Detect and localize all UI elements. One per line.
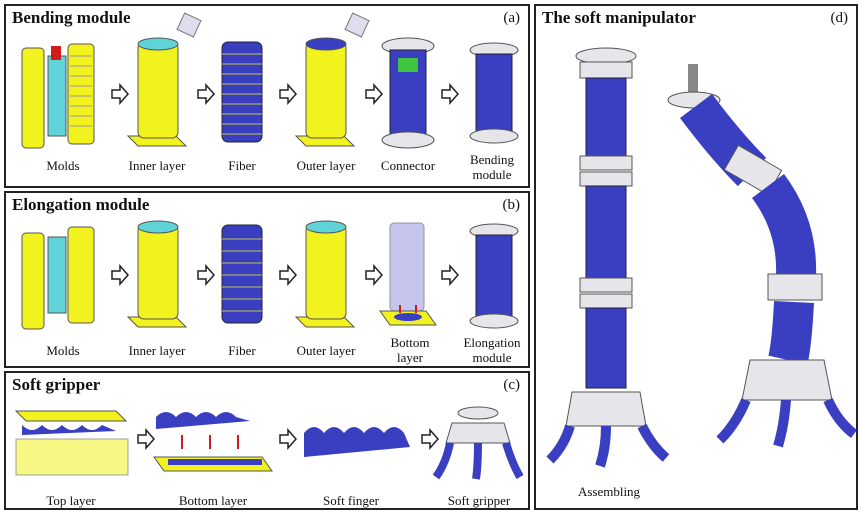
arrow-icon bbox=[441, 83, 460, 105]
panel-title: The soft manipulator bbox=[542, 8, 696, 27]
panel-title: Bending module bbox=[12, 8, 131, 27]
panel-label: (d) bbox=[830, 10, 849, 26]
connector-illustration bbox=[381, 37, 435, 149]
panel-label: (c) bbox=[503, 377, 520, 393]
arrow-icon bbox=[279, 264, 298, 286]
arrow-icon bbox=[197, 264, 216, 286]
outer-layer-illustration bbox=[294, 220, 356, 328]
panel-title: Elongation module bbox=[12, 195, 150, 214]
fiber-illustration bbox=[221, 41, 263, 143]
arrow-icon bbox=[137, 428, 156, 450]
top-layer-illustration bbox=[14, 410, 129, 476]
caption-bending-module: Bending module bbox=[469, 152, 515, 182]
caption-elongation-module: Elongation module bbox=[463, 335, 521, 365]
soft-finger-illustration bbox=[304, 427, 410, 457]
panel-label: (a) bbox=[503, 10, 520, 26]
gripper-process-illustration bbox=[14, 406, 524, 480]
inner-layer-illustration bbox=[126, 12, 202, 147]
caption-bottom-layer: Bottom layer bbox=[390, 335, 430, 365]
molds-illustration bbox=[21, 226, 95, 330]
inner-layer-illustration bbox=[126, 220, 188, 328]
elongation-process-illustration bbox=[21, 220, 519, 330]
fiber-illustration bbox=[221, 224, 263, 324]
panel-soft-gripper: Soft gripper (c) Top layer Bottom layer … bbox=[4, 371, 530, 510]
panel-soft-manipulator: The soft manipulator (d) Assem bbox=[534, 4, 858, 510]
arrow-icon bbox=[441, 264, 460, 286]
caption-molds: Molds bbox=[46, 343, 80, 358]
panel-bending-module: Bending module (a) bbox=[4, 4, 530, 188]
caption-soft-finger: Soft finger bbox=[323, 493, 379, 508]
caption-inner-layer: Inner layer bbox=[128, 343, 186, 358]
caption-inner-layer: Inner layer bbox=[128, 158, 186, 173]
bottom-layer-illustration bbox=[379, 222, 437, 326]
caption-top-layer: Top layer bbox=[46, 493, 96, 508]
arrow-icon bbox=[279, 428, 298, 450]
caption-bottom-layer: Bottom layer bbox=[178, 493, 248, 508]
bottom-layer-illustration bbox=[153, 412, 273, 472]
panel-label: (b) bbox=[502, 197, 521, 213]
bending-module-illustration bbox=[469, 42, 519, 144]
arrow-icon bbox=[365, 83, 384, 105]
caption-fiber: Fiber bbox=[228, 158, 256, 173]
arrow-icon bbox=[365, 264, 384, 286]
caption-connector: Connector bbox=[380, 158, 436, 173]
soft-gripper-illustration bbox=[432, 406, 524, 480]
straight-manipulator-illustration bbox=[546, 47, 670, 468]
molds-illustration bbox=[21, 43, 95, 149]
caption-molds: Molds bbox=[46, 158, 80, 173]
caption-fiber: Fiber bbox=[228, 343, 256, 358]
panel-elongation-module: Elongation module (b) bbox=[4, 191, 530, 368]
outer-layer-illustration bbox=[294, 12, 370, 147]
arrow-icon bbox=[279, 83, 298, 105]
arrow-icon bbox=[197, 83, 216, 105]
elongation-module-illustration bbox=[469, 223, 519, 329]
bending-process-illustration bbox=[21, 12, 519, 149]
caption-assembling: Assembling bbox=[577, 484, 641, 499]
manipulator-illustration bbox=[546, 47, 858, 468]
arrow-icon bbox=[111, 264, 130, 286]
arrow-icon bbox=[111, 83, 130, 105]
caption-soft-gripper: Soft gripper bbox=[447, 493, 511, 508]
bent-manipulator-illustration bbox=[667, 64, 858, 448]
caption-outer-layer: Outer layer bbox=[296, 158, 356, 173]
panel-title: Soft gripper bbox=[12, 375, 101, 394]
caption-outer-layer: Outer layer bbox=[296, 343, 356, 358]
arrow-icon bbox=[421, 428, 440, 450]
